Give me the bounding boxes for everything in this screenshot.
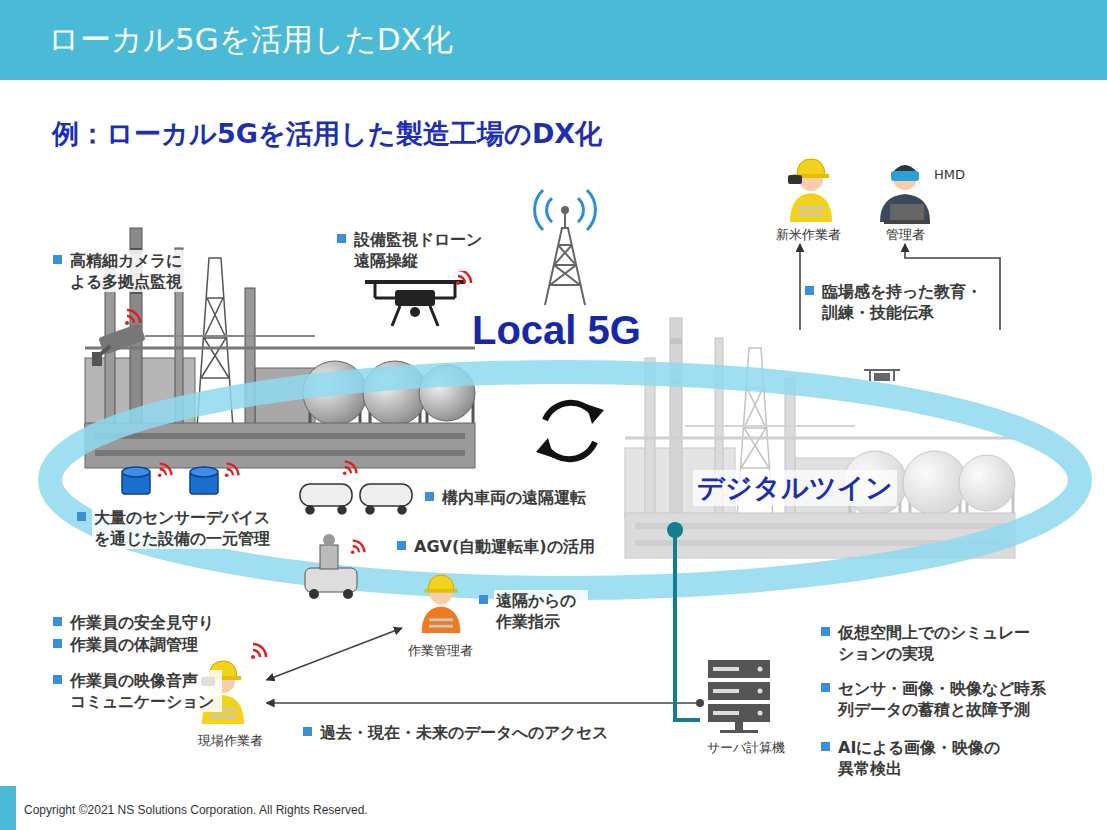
edge-label: 過去・現在・未来のデータへのアクセス	[318, 722, 610, 743]
node-label: 新米作業者	[776, 226, 841, 244]
digital-twin-region: デジタルツイン	[625, 330, 1010, 530]
device-label: HMD	[934, 166, 965, 183]
feature-label: 構内車両の遠隔運転	[440, 487, 588, 508]
feature-label: 遠隔からの 作業指示	[494, 590, 588, 632]
feature-label: 臨場感を持った教育・ 訓練・技能伝承	[820, 281, 994, 323]
node-label: デジタルツイン	[693, 470, 897, 506]
person-node: 新米作業者	[770, 150, 846, 244]
connector	[267, 702, 701, 704]
node-label: 作業管理者	[408, 642, 473, 660]
network-label: Local 5G	[472, 307, 641, 353]
connector	[675, 530, 700, 720]
person-node: 管理者	[875, 150, 935, 244]
subtitle: 例：ローカル5Gを活用した製造工場のDX化	[52, 118, 602, 149]
node-label: 現場作業者	[198, 732, 263, 750]
connector	[267, 628, 403, 680]
feature-label: 高精細カメラに よる多拠点監視	[68, 250, 198, 292]
person-node: 現場作業者	[194, 652, 267, 750]
copyright-note: Copyright ©2021 NS Solutions Corporation…	[24, 803, 368, 819]
node-label: サーバ計算機	[707, 739, 785, 757]
node-label: 管理者	[886, 226, 925, 244]
feature-label: 作業員の体調管理	[68, 634, 200, 655]
footer-mark	[0, 786, 16, 830]
connector-dot	[696, 699, 704, 707]
feature-label: 大量のセンサーデバイス を通じた設備の一元管理	[92, 507, 282, 549]
person-node: 作業管理者	[402, 560, 478, 660]
feature-label: AGV(自動運転車)の活用	[412, 536, 597, 557]
feature-label: 作業員の映像音声 コミュニケーション	[68, 670, 222, 712]
feature-label: 設備監視ドローン 遠隔操縦	[352, 229, 496, 271]
feature-label: 仮想空間上でのシミュレー ションの実現	[836, 622, 1040, 664]
feature-label: 作業員の安全見守り	[68, 612, 216, 633]
server-node: サーバ計算機	[700, 655, 792, 757]
connector-dot	[667, 522, 683, 538]
title-text: ローカル5Gを活用したDX化	[48, 19, 453, 60]
feature-label: センサ・画像・映像など時系 列データの蓄積と故障予測	[836, 678, 1058, 720]
feature-label: AIによる画像・映像の 異常検出	[836, 737, 1016, 779]
connector	[799, 244, 801, 330]
